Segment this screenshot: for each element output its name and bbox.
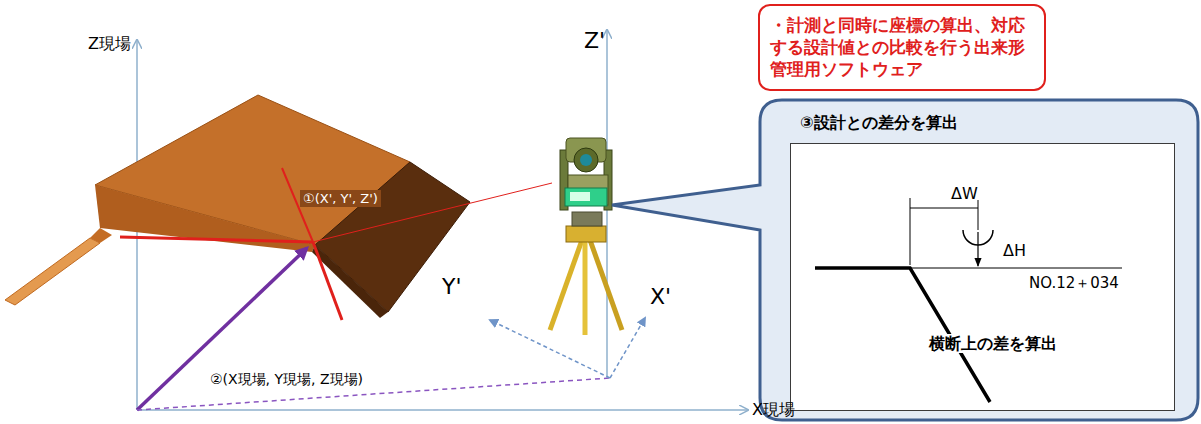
embankment bbox=[5, 95, 470, 318]
inset-label: ΔH bbox=[1003, 241, 1026, 260]
section-lines bbox=[120, 168, 552, 320]
node-text: ・計測と同時に座標の算出、対応する設計値との比較を行う出来形管理用ソフトウェア bbox=[770, 14, 1034, 80]
inset-box: ΔW ΔHNO.12＋034 横断上の差を算出 bbox=[790, 143, 1175, 411]
coordinate-label: ②(X現場, Y現場, Z現場) bbox=[207, 370, 366, 390]
callout-box: ・計測と同時に座標の算出、対応する設計値との比較を行う出来形管理用ソフトウェア bbox=[758, 4, 1046, 91]
inset-label: ΔW bbox=[951, 184, 978, 203]
coordinate-label: ①(X', Y', Z') bbox=[300, 190, 381, 207]
axis-label: Z現場 bbox=[88, 34, 131, 55]
position-vector bbox=[137, 248, 610, 410]
node-text: ③設計との差分を算出 bbox=[800, 112, 958, 134]
total-station bbox=[550, 138, 622, 335]
axis-label: X現場 bbox=[752, 400, 795, 421]
inset-label: NO.12＋034 bbox=[1029, 274, 1119, 292]
speech-bubble bbox=[612, 100, 1198, 420]
axis-label: X' bbox=[650, 284, 671, 309]
axis-label: Y' bbox=[442, 274, 462, 299]
cross-section-inset bbox=[815, 198, 1122, 402]
axis-label: Z' bbox=[584, 28, 605, 53]
inset-label: 横断上の差を算出 bbox=[927, 334, 1059, 353]
